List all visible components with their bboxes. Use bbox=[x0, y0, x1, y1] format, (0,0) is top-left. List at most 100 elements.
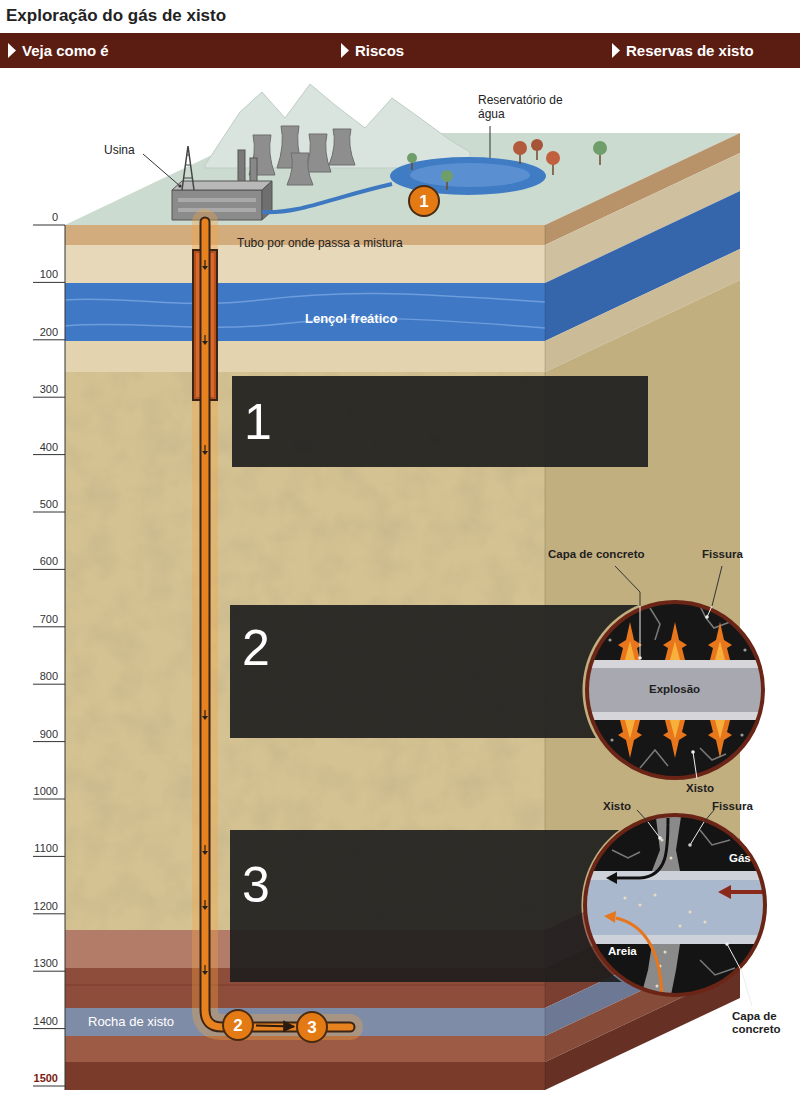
tab-label: Reservas de xisto bbox=[626, 42, 754, 59]
zoom-explosion bbox=[715, 641, 725, 660]
trees bbox=[407, 153, 417, 163]
trees bbox=[441, 170, 453, 182]
zoom-explosion bbox=[743, 648, 746, 651]
layer-label: Lençol freático bbox=[305, 311, 397, 326]
soil-layers-front bbox=[65, 283, 545, 341]
zoom-explosion bbox=[663, 720, 687, 758]
callout-label: Fissura bbox=[702, 548, 743, 561]
power-plant bbox=[186, 155, 190, 156]
flow-arrow bbox=[202, 971, 208, 975]
zoom-fracture bbox=[670, 857, 673, 860]
soil-layers-front bbox=[65, 293, 545, 303]
depth-number: 1500 bbox=[34, 1072, 58, 1084]
zoom-explosion bbox=[650, 608, 660, 640]
callout-label: Areia bbox=[608, 945, 637, 958]
depth-number: 300 bbox=[40, 383, 58, 395]
depth-scale bbox=[33, 856, 65, 857]
stage-number: 1 bbox=[244, 397, 272, 447]
depth-scale bbox=[33, 225, 65, 1090]
depth-number: 800 bbox=[40, 670, 58, 682]
depth-number: 600 bbox=[40, 555, 58, 567]
leader-line bbox=[688, 843, 692, 847]
stage-box: 3 bbox=[230, 830, 650, 982]
callout-label: Explosão bbox=[649, 683, 700, 696]
leader-line bbox=[637, 810, 648, 822]
power-plant bbox=[238, 150, 245, 184]
trees bbox=[531, 139, 543, 151]
depth-scale bbox=[33, 282, 65, 283]
flow-arrow bbox=[204, 900, 205, 907]
water-reservoir bbox=[410, 163, 530, 187]
callout-circle: 1 bbox=[408, 185, 440, 217]
flow-arrow bbox=[204, 260, 205, 267]
trees bbox=[513, 141, 527, 155]
callout-circle: 2 bbox=[222, 1009, 254, 1041]
depth-number: 100 bbox=[40, 268, 58, 280]
zoom-explosion bbox=[740, 733, 743, 736]
layer-label: Rocha de xisto bbox=[88, 1014, 174, 1029]
depth-scale bbox=[33, 569, 65, 570]
leader-line bbox=[143, 154, 180, 186]
depth-number: 700 bbox=[40, 613, 58, 625]
flow-arrow bbox=[202, 716, 208, 720]
leader-line bbox=[707, 606, 712, 617]
zoom-explosion bbox=[715, 720, 725, 739]
tab-bar bbox=[8, 43, 16, 58]
zoom-fracture bbox=[664, 951, 667, 954]
zoom-fracture bbox=[656, 985, 659, 988]
callout-label: Xisto bbox=[686, 782, 714, 795]
water-reservoir bbox=[262, 157, 546, 212]
callout-number: 1 bbox=[419, 193, 428, 210]
flow-arrow bbox=[202, 451, 208, 455]
soil-layers-front bbox=[65, 985, 545, 986]
part-label: Reservatório de água bbox=[478, 93, 564, 121]
depth-scale bbox=[33, 454, 65, 455]
zoom-fracture bbox=[730, 890, 765, 894]
depth-number: 200 bbox=[40, 326, 58, 338]
zoom-fracture bbox=[718, 885, 731, 899]
leader-line bbox=[637, 810, 752, 1006]
tab-bar bbox=[0, 33, 800, 68]
trees bbox=[593, 141, 607, 155]
depth-number: 1000 bbox=[34, 785, 58, 797]
zoom-fracture bbox=[689, 911, 692, 914]
zoom-explosion bbox=[700, 748, 726, 760]
tab-label: Riscos bbox=[355, 42, 404, 59]
zoom-explosion bbox=[708, 720, 732, 758]
power-plant bbox=[178, 208, 256, 212]
zoom-explosion bbox=[663, 622, 687, 660]
depth-scale bbox=[33, 339, 65, 340]
depth-number: 400 bbox=[40, 441, 58, 453]
flow-arrow bbox=[204, 335, 205, 342]
stage-number: 3 bbox=[242, 860, 270, 910]
callout-number: 3 bbox=[307, 1019, 316, 1036]
flow-arrow bbox=[202, 851, 208, 855]
callout-number: 2 bbox=[233, 1017, 242, 1034]
power-plant bbox=[182, 146, 194, 190]
depth-scale bbox=[33, 1028, 65, 1029]
leader-line bbox=[615, 566, 640, 606]
leader-line bbox=[690, 822, 704, 845]
flow-arrow bbox=[204, 710, 205, 717]
callout-label: Xisto bbox=[603, 800, 631, 813]
depth-number: 1200 bbox=[34, 900, 58, 912]
flow-arrow bbox=[202, 260, 208, 975]
flow-arrow bbox=[204, 845, 205, 852]
flow-arrow bbox=[204, 965, 205, 972]
depth-number: 500 bbox=[40, 498, 58, 510]
leader-line bbox=[178, 184, 181, 187]
trees bbox=[407, 139, 607, 190]
tab-bar bbox=[341, 43, 349, 58]
power-plant bbox=[172, 190, 262, 220]
power-plant bbox=[172, 146, 272, 220]
depth-scale bbox=[65, 225, 66, 1090]
flow-arrow bbox=[202, 266, 208, 270]
stage-box: 2 bbox=[230, 605, 650, 738]
part-label: Tubo por onde passa a mistura bbox=[237, 236, 403, 250]
leader-line bbox=[725, 942, 729, 946]
tab-bar bbox=[0, 33, 800, 68]
depth-scale bbox=[33, 397, 65, 398]
depth-scale bbox=[33, 684, 65, 685]
flow-arrow bbox=[202, 341, 208, 345]
